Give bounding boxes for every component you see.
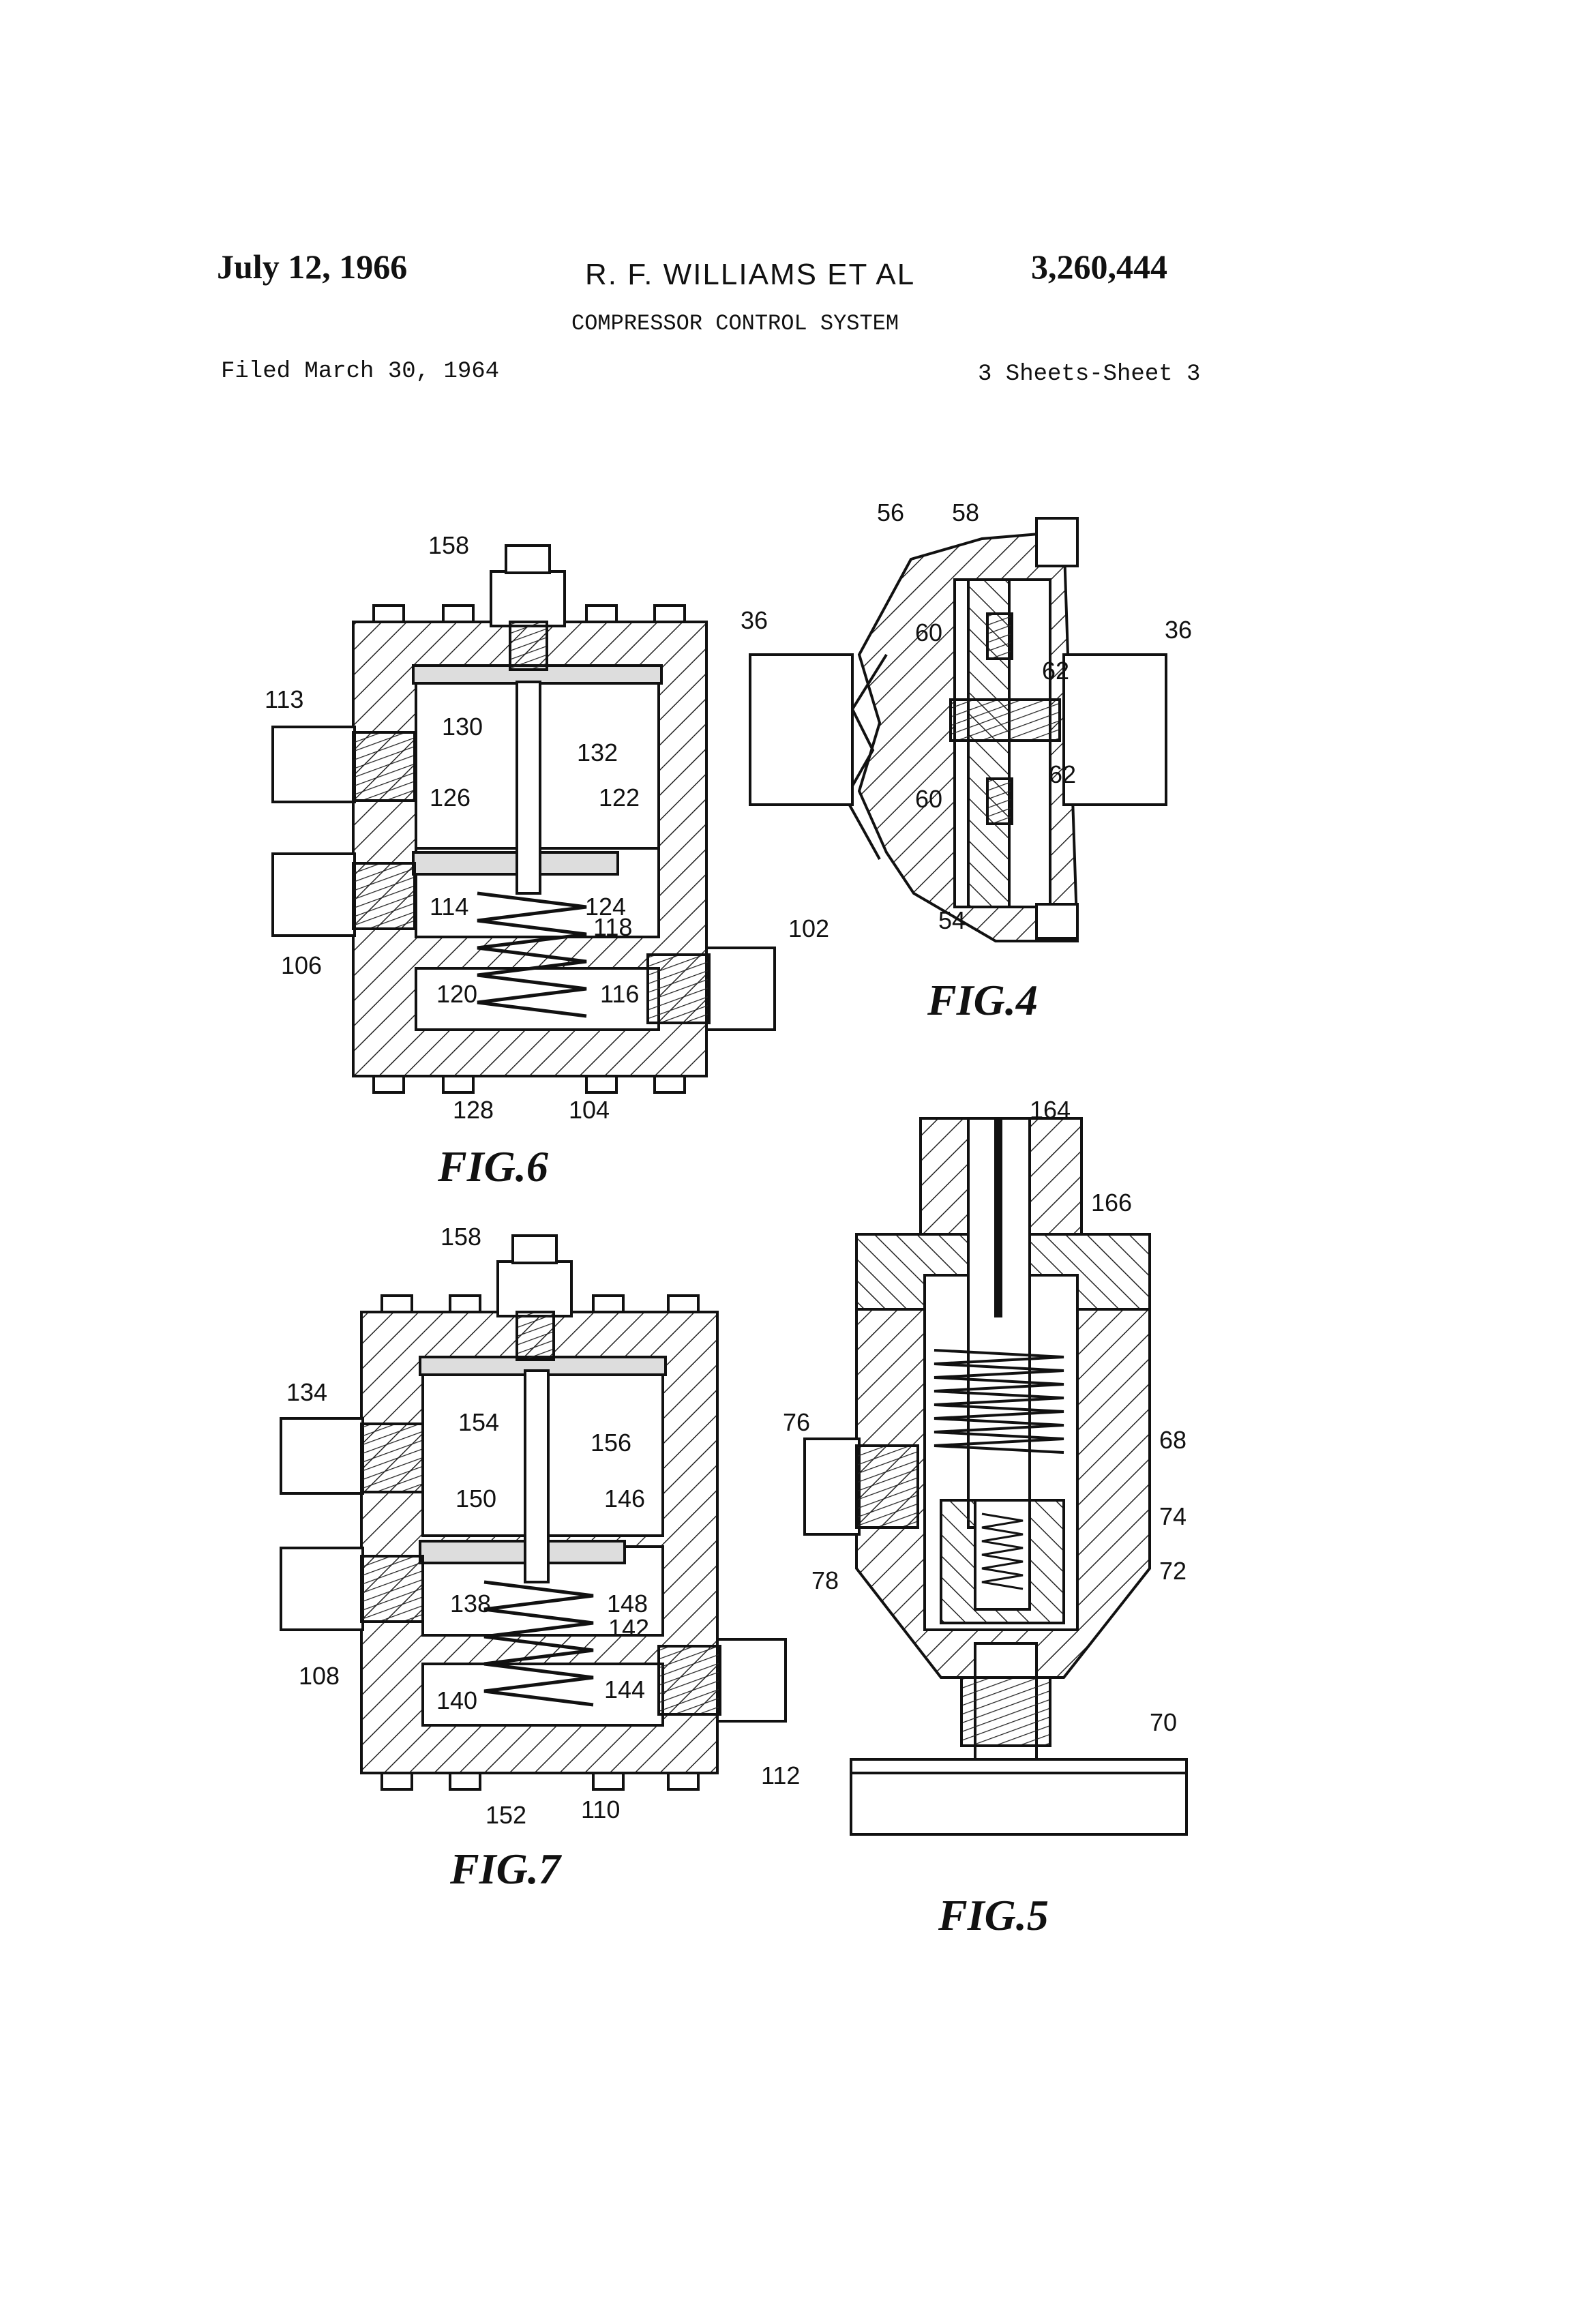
fig6-caption: FIG.6 (437, 1142, 548, 1191)
fig5-label-164: 164 (1030, 1096, 1071, 1124)
fig4-label-62-lower: 62 (1049, 760, 1076, 788)
fig7-label-134: 134 (286, 1378, 327, 1406)
figure-4-valve-head (750, 518, 1166, 941)
fig7-label-154: 154 (458, 1408, 499, 1436)
fig5-label-72: 72 (1159, 1557, 1186, 1585)
fig7-label-110: 110 (581, 1796, 620, 1823)
fig7-label-140: 140 (436, 1686, 477, 1714)
fig6-label-114: 114 (430, 893, 468, 921)
figure-5-unloader-valve (805, 1118, 1186, 1834)
fig4-label-62-upper: 62 (1042, 657, 1069, 685)
fig6-label-128: 128 (453, 1096, 494, 1124)
fig5-caption: FIG.5 (938, 1891, 1049, 1939)
fig7-label-150: 150 (456, 1485, 496, 1513)
fig6-label-132: 132 (577, 739, 618, 766)
fig5-label-166: 166 (1091, 1189, 1132, 1217)
fig7-label-146: 146 (604, 1485, 645, 1513)
fig7-caption: FIG.7 (449, 1845, 563, 1893)
fig6-label-118: 118 (593, 913, 632, 941)
fig5-label-68: 68 (1159, 1426, 1186, 1454)
fig6-label-102: 102 (788, 914, 829, 942)
fig7-label-156: 156 (591, 1429, 631, 1457)
fig6-label-113: 113 (265, 685, 303, 713)
fig6-label-106: 106 (281, 951, 322, 979)
figure-6-valve (273, 546, 775, 1092)
fig6-label-158: 158 (428, 531, 469, 559)
fig6-label-130: 130 (442, 713, 483, 741)
fig7-label-144: 144 (604, 1675, 645, 1703)
fig5-label-76: 76 (783, 1408, 810, 1436)
figure-7-valve (281, 1236, 786, 1789)
fig7-label-138: 138 (450, 1590, 491, 1618)
fig6-label-104: 104 (569, 1096, 610, 1124)
fig4-label-36-left: 36 (741, 606, 768, 634)
fig4-label-56: 56 (877, 498, 904, 526)
fig5-label-70: 70 (1150, 1708, 1177, 1736)
fig4-caption: FIG.4 (927, 976, 1038, 1024)
fig7-label-148: 148 (607, 1590, 648, 1618)
fig7-label-158: 158 (441, 1223, 481, 1251)
fig4-label-36-right: 36 (1165, 616, 1192, 644)
fig6-label-126: 126 (430, 784, 471, 811)
fig4-label-58: 58 (952, 498, 979, 526)
fig7-label-108: 108 (299, 1662, 340, 1690)
fig4-label-60-upper: 60 (915, 619, 942, 646)
fig6-label-122: 122 (599, 784, 640, 811)
fig5-label-78: 78 (811, 1566, 839, 1594)
fig4-label-60-lower: 60 (915, 785, 942, 813)
fig5-label-74: 74 (1159, 1502, 1186, 1530)
fig6-label-120: 120 (436, 980, 477, 1008)
fig6-label-116: 116 (600, 980, 639, 1008)
fig4-label-54: 54 (938, 906, 966, 934)
fig7-label-152: 152 (486, 1801, 526, 1829)
fig7-label-112: 112 (761, 1761, 800, 1789)
fig7-label-142: 142 (608, 1614, 649, 1642)
